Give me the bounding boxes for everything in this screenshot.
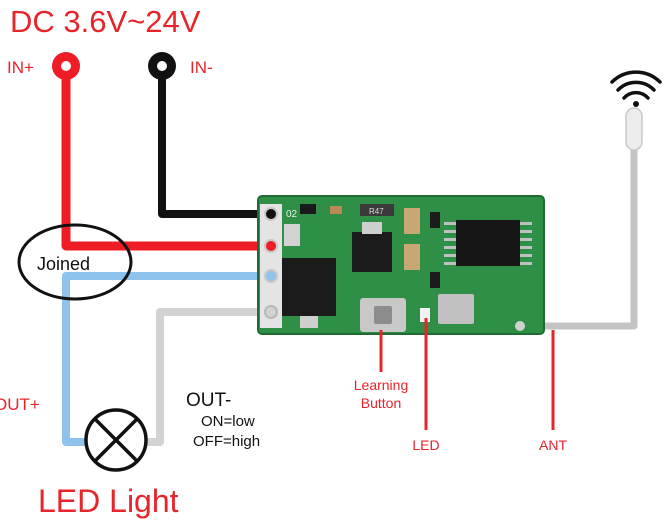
wifi-signal-icon xyxy=(610,70,662,100)
led-light-label: LED Light xyxy=(38,483,179,519)
led-label: LED xyxy=(412,437,439,453)
edge-pads xyxy=(260,204,282,328)
wires xyxy=(61,70,638,446)
antenna-wire xyxy=(522,148,638,330)
out-minus-label: OUT- xyxy=(186,390,231,411)
red-wire xyxy=(61,70,272,251)
silkscreen-top: 02 xyxy=(286,209,298,220)
silkscreen-chip: R47 xyxy=(369,207,384,216)
wifi-dot xyxy=(633,101,639,107)
ant-label: ANT xyxy=(539,437,567,453)
pcb-module: 02 R47 xyxy=(257,195,545,335)
in-plus-label: IN+ xyxy=(7,58,34,77)
terminal-in-plus xyxy=(52,52,80,80)
learning-label-line2: Button xyxy=(361,395,401,411)
learning-label-line1: Learning xyxy=(354,377,409,393)
out-plus-label: OUT+ xyxy=(0,395,40,414)
joined-label: Joined xyxy=(37,254,90,274)
on-low-label: ON=low xyxy=(201,413,255,430)
title: DC 3.6V~24V xyxy=(10,4,201,39)
in-minus-label: IN- xyxy=(190,58,213,77)
joined-ellipse xyxy=(17,223,133,301)
led-component xyxy=(420,308,430,322)
lamp-icon xyxy=(84,408,148,472)
blue-wire xyxy=(62,272,272,446)
off-high-label: OFF=high xyxy=(193,433,260,450)
gray-wire xyxy=(142,308,272,446)
black-wire xyxy=(158,70,272,218)
antenna-tip xyxy=(625,107,643,151)
terminal-in-minus xyxy=(148,52,176,80)
